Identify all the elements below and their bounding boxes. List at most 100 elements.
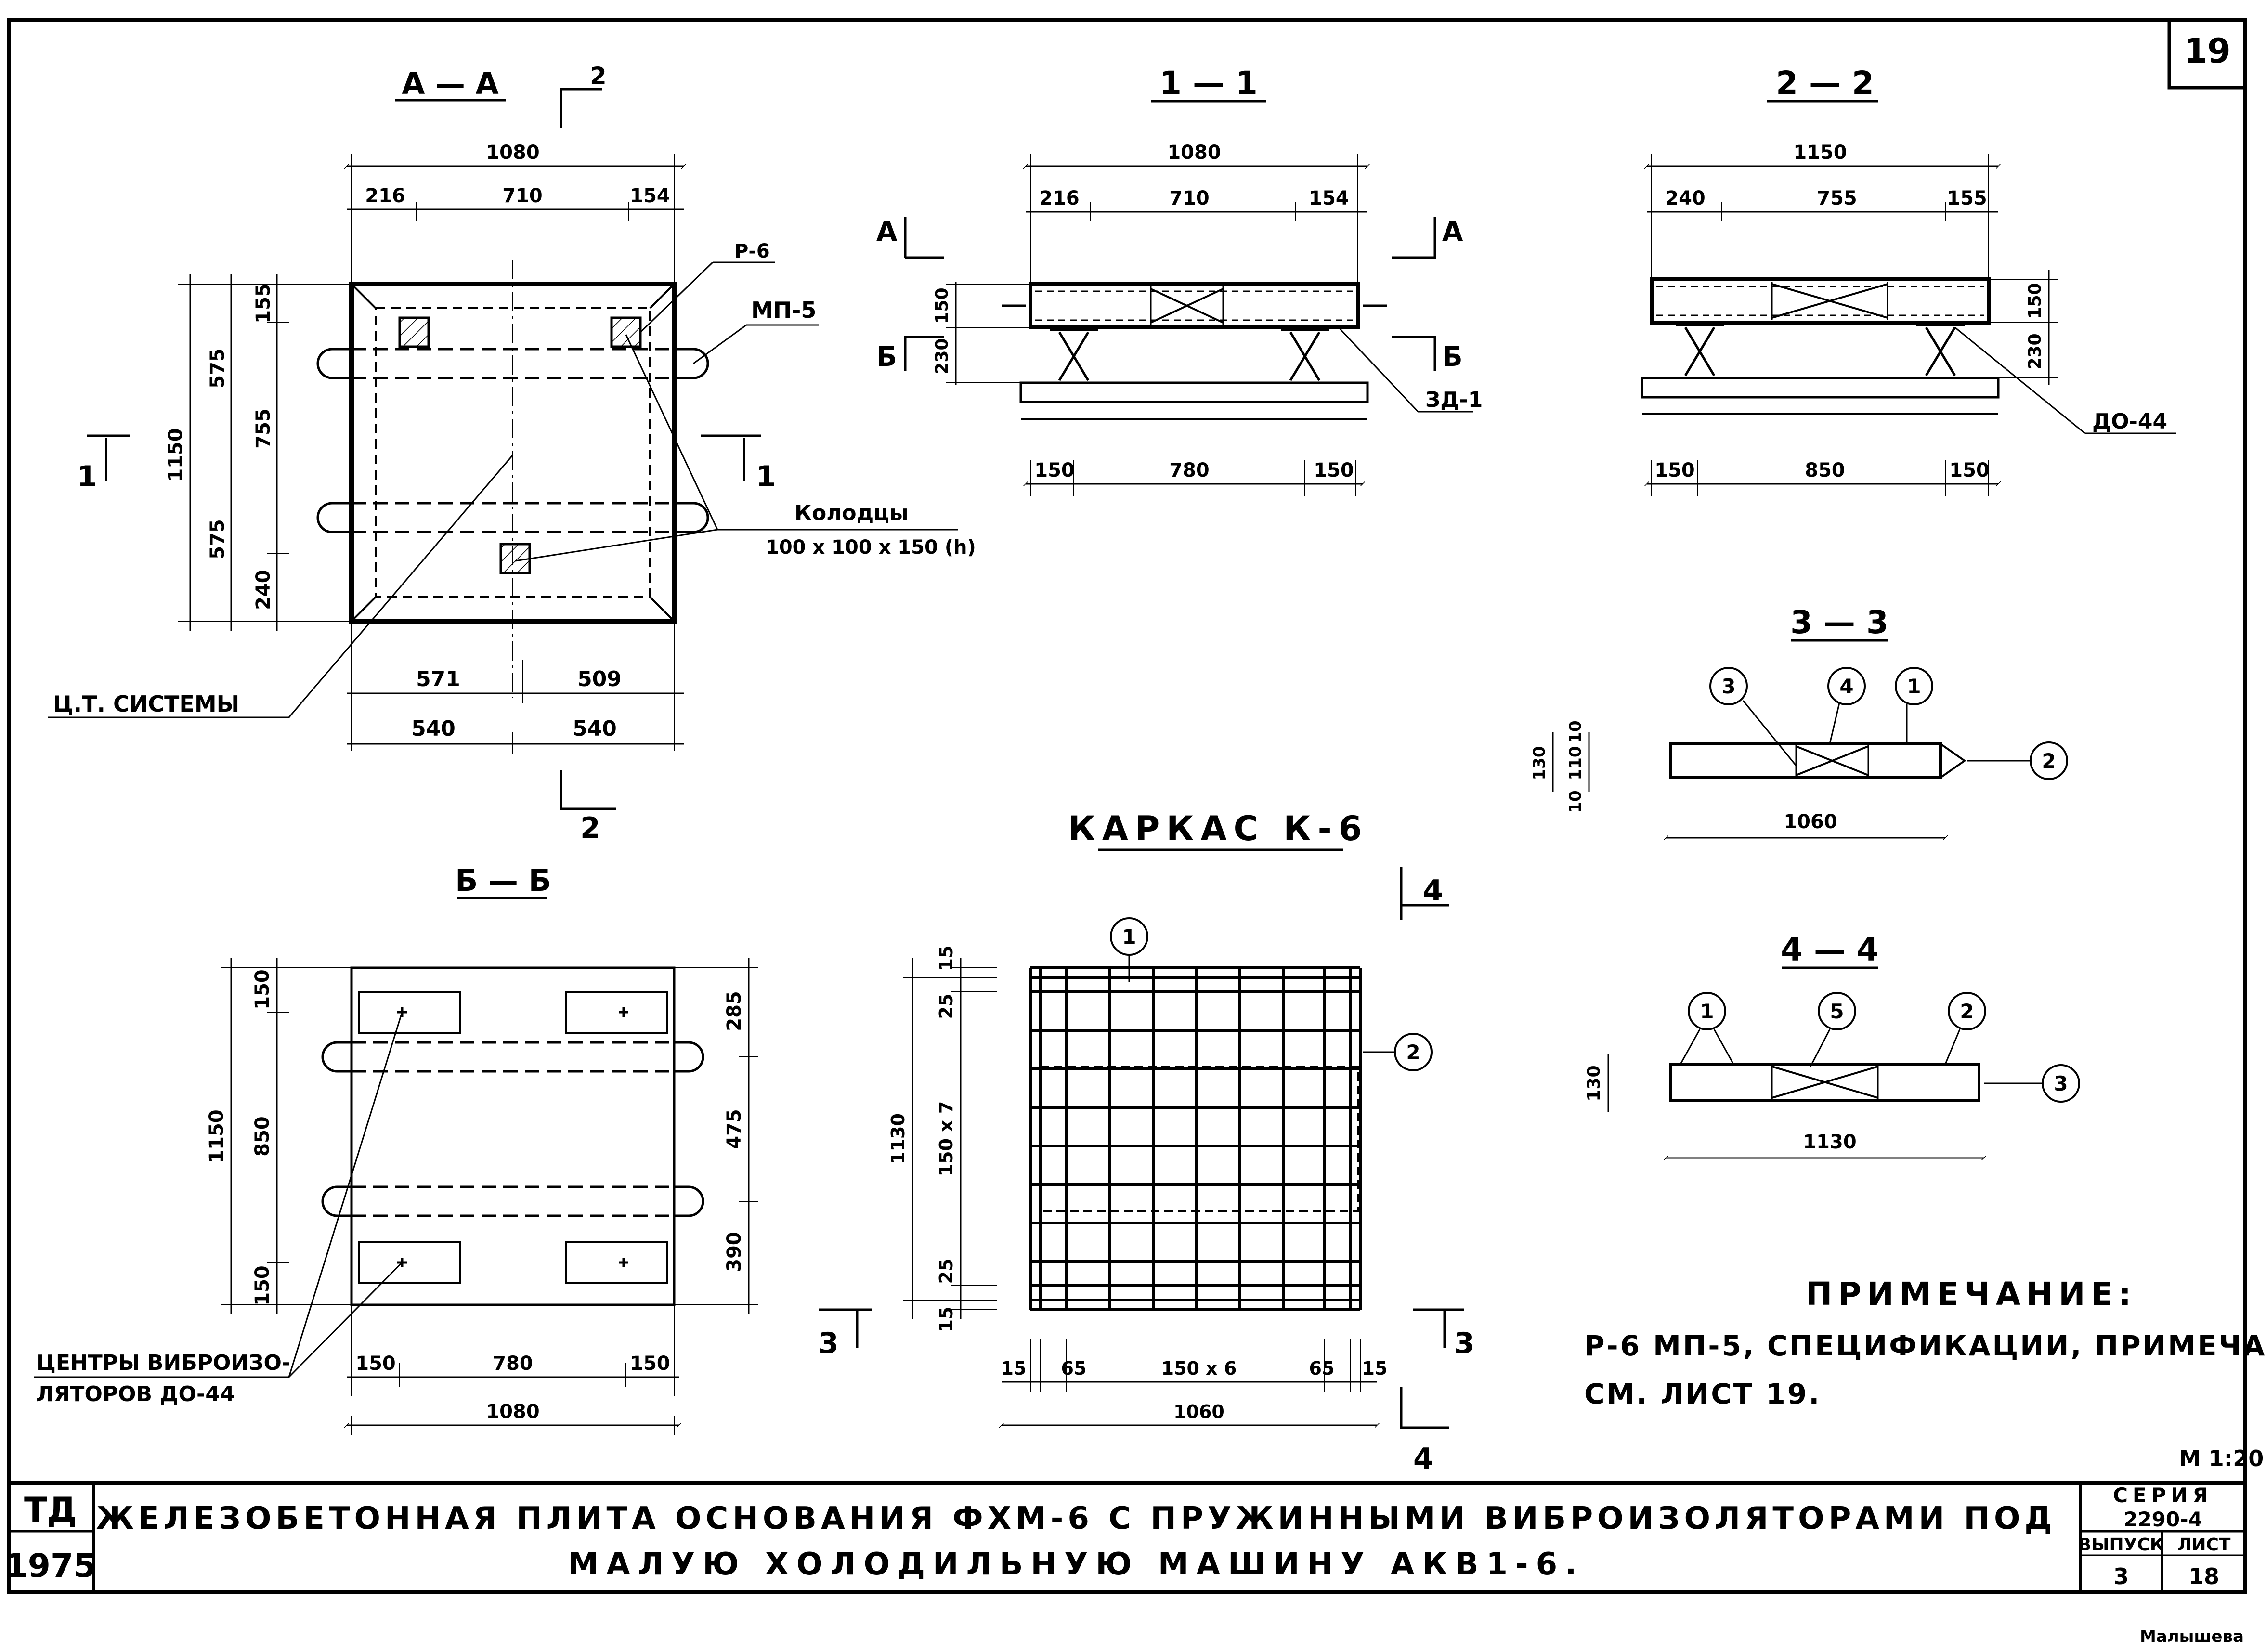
note-line-2: СМ. ЛИСТ 19. bbox=[1584, 1378, 1821, 1410]
svg-text:ДО-44: ДО-44 bbox=[2092, 409, 2167, 434]
svg-text:1060: 1060 bbox=[1173, 1401, 1224, 1422]
svg-text:3: 3 bbox=[1721, 675, 1735, 698]
svg-text:Колодцы: Колодцы bbox=[794, 501, 909, 525]
svg-text:150: 150 bbox=[932, 287, 952, 324]
svg-text:10: 10 bbox=[1566, 790, 1585, 813]
sheet-label: ЛИСТ bbox=[2177, 1535, 2230, 1555]
bb-plate-outline bbox=[350, 966, 676, 1306]
svg-text:МП-5: МП-5 bbox=[751, 297, 816, 323]
section-mark-1-right: 1 bbox=[701, 434, 776, 494]
sheet-value: 18 bbox=[2188, 1563, 2219, 1589]
svg-text:15: 15 bbox=[1001, 1358, 1027, 1379]
svg-text:710: 710 bbox=[1169, 187, 1210, 209]
note-line-1: Р-6 МП-5, СПЕЦИФИКАЦИИ, ПРИМЕЧАНИЯ bbox=[1584, 1329, 2266, 1362]
svg-text:2: 2 bbox=[590, 62, 607, 90]
svg-text:2: 2 bbox=[580, 811, 600, 845]
section-1-1: 1 — 1 1080 216 710 154 bbox=[876, 65, 1483, 496]
svg-text:150: 150 bbox=[1034, 459, 1075, 481]
frame-mesh bbox=[1029, 966, 1362, 1311]
svg-text:1150: 1150 bbox=[165, 428, 187, 481]
svg-text:2: 2 bbox=[2042, 749, 2056, 773]
svg-text:10: 10 bbox=[1566, 720, 1585, 743]
svg-text:А: А bbox=[1442, 216, 1463, 247]
svg-text:850: 850 bbox=[1805, 459, 1845, 481]
svg-text:150 х 6: 150 х 6 bbox=[1161, 1358, 1237, 1379]
aa-dims-left: 1150 575 575 155 755 240 bbox=[165, 274, 352, 631]
svg-text:571: 571 bbox=[416, 667, 460, 691]
svg-text:ЗД-1: ЗД-1 bbox=[1425, 388, 1483, 412]
svg-text:150 х 7: 150 х 7 bbox=[936, 1101, 957, 1177]
svg-text:1: 1 bbox=[1907, 675, 1921, 698]
view-aa-title: А — А bbox=[402, 66, 498, 101]
s33-balloons: 3 4 1 2 bbox=[1709, 667, 2068, 780]
code-bottom: 1975 bbox=[5, 1547, 96, 1585]
svg-text:540: 540 bbox=[411, 716, 456, 741]
svg-text:15: 15 bbox=[1362, 1358, 1388, 1379]
svg-text:150: 150 bbox=[251, 1265, 273, 1306]
view-bb: Б — Б 1150 bbox=[34, 863, 758, 1435]
svg-text:240: 240 bbox=[1665, 187, 1706, 209]
svg-text:3: 3 bbox=[2054, 1072, 2068, 1095]
svg-text:150: 150 bbox=[2025, 283, 2045, 319]
svg-text:25: 25 bbox=[936, 994, 957, 1019]
view-aa: А — А 2 bbox=[48, 62, 976, 845]
aa-dims-bottom: 571 509 540 540 bbox=[347, 621, 684, 754]
svg-text:150: 150 bbox=[251, 969, 273, 1010]
title-block: ТД 1975 ЖЕЛЕЗОБЕТОННАЯ ПЛИТА ОСНОВАНИЯ Ф… bbox=[5, 1481, 2245, 1592]
scale-label: М 1:20 bbox=[2179, 1445, 2264, 1471]
svg-text:475: 475 bbox=[723, 1109, 745, 1149]
svg-text:130: 130 bbox=[1530, 746, 1549, 780]
svg-text:150: 150 bbox=[1654, 459, 1695, 481]
note-block: ПРИМЕЧАНИЕ: Р-6 МП-5, СПЕЦИФИКАЦИИ, ПРИМ… bbox=[1584, 1275, 2266, 1410]
wells bbox=[398, 316, 642, 574]
svg-text:4: 4 bbox=[1839, 675, 1853, 698]
cut-mark-bottom: 2 bbox=[560, 770, 616, 845]
svg-text:755: 755 bbox=[1817, 187, 1857, 209]
svg-text:2: 2 bbox=[1960, 1000, 1974, 1023]
svg-text:1080: 1080 bbox=[486, 1401, 539, 1423]
title-line-2: МАЛУЮ ХОЛОДИЛЬНУЮ МАШИНУ АКВ1-6. bbox=[568, 1547, 1585, 1582]
svg-text:780: 780 bbox=[1169, 459, 1210, 481]
svg-text:850: 850 bbox=[251, 1116, 273, 1157]
svg-text:216: 216 bbox=[1039, 187, 1080, 209]
svg-text:230: 230 bbox=[2025, 333, 2045, 369]
svg-text:1: 1 bbox=[1122, 925, 1136, 949]
section-4-4: 4 — 4 130 1130 1 5 2 3 bbox=[1584, 931, 2080, 1158]
s11-vibration-isolators bbox=[1050, 328, 1329, 384]
svg-text:390: 390 bbox=[723, 1232, 745, 1272]
svg-text:25: 25 bbox=[936, 1259, 957, 1284]
svg-text:1: 1 bbox=[1700, 1000, 1714, 1023]
svg-text:Р-6: Р-6 bbox=[734, 240, 770, 262]
svg-text:780: 780 bbox=[493, 1353, 533, 1375]
sheet-number: 19 bbox=[2184, 31, 2230, 71]
svg-text:Б: Б bbox=[876, 341, 897, 373]
svg-text:285: 285 bbox=[723, 991, 745, 1031]
svg-text:1: 1 bbox=[77, 460, 97, 494]
svg-text:575: 575 bbox=[207, 519, 229, 559]
svg-text:3: 3 bbox=[1454, 1327, 1474, 1360]
svg-text:3: 3 bbox=[819, 1327, 839, 1360]
svg-text:710: 710 bbox=[502, 185, 543, 207]
issue-value: 3 bbox=[2113, 1563, 2129, 1589]
svg-text:155: 155 bbox=[1947, 187, 1987, 209]
section-2-2: 2 — 2 1150 240 755 155 bbox=[1641, 65, 2176, 496]
svg-text:1080: 1080 bbox=[486, 142, 539, 164]
s22-vibration-isolators bbox=[1676, 324, 1965, 379]
code-top: ТД bbox=[24, 1490, 77, 1530]
svg-text:154: 154 bbox=[630, 185, 670, 207]
svg-text:65: 65 bbox=[1309, 1358, 1335, 1379]
author-name: Малышева bbox=[2140, 1627, 2244, 1646]
svg-text:4: 4 bbox=[1413, 1442, 1433, 1476]
svg-text:ЦЕНТРЫ ВИБРОИЗО-: ЦЕНТРЫ ВИБРОИЗО- bbox=[36, 1351, 290, 1375]
svg-text:150: 150 bbox=[1314, 459, 1354, 481]
svg-text:154: 154 bbox=[1309, 187, 1349, 209]
svg-text:65: 65 bbox=[1061, 1358, 1087, 1379]
svg-text:240: 240 bbox=[252, 570, 274, 610]
svg-text:1150: 1150 bbox=[206, 1109, 228, 1163]
svg-text:509: 509 bbox=[577, 667, 622, 691]
svg-text:ЛЯТОРОВ ДО-44: ЛЯТОРОВ ДО-44 bbox=[36, 1382, 234, 1406]
svg-text:150: 150 bbox=[630, 1353, 670, 1375]
section-3-3: 3 — 3 130 110 10 10 1060 3 4 1 2 bbox=[1530, 604, 2068, 838]
svg-text:1080: 1080 bbox=[1167, 142, 1221, 164]
